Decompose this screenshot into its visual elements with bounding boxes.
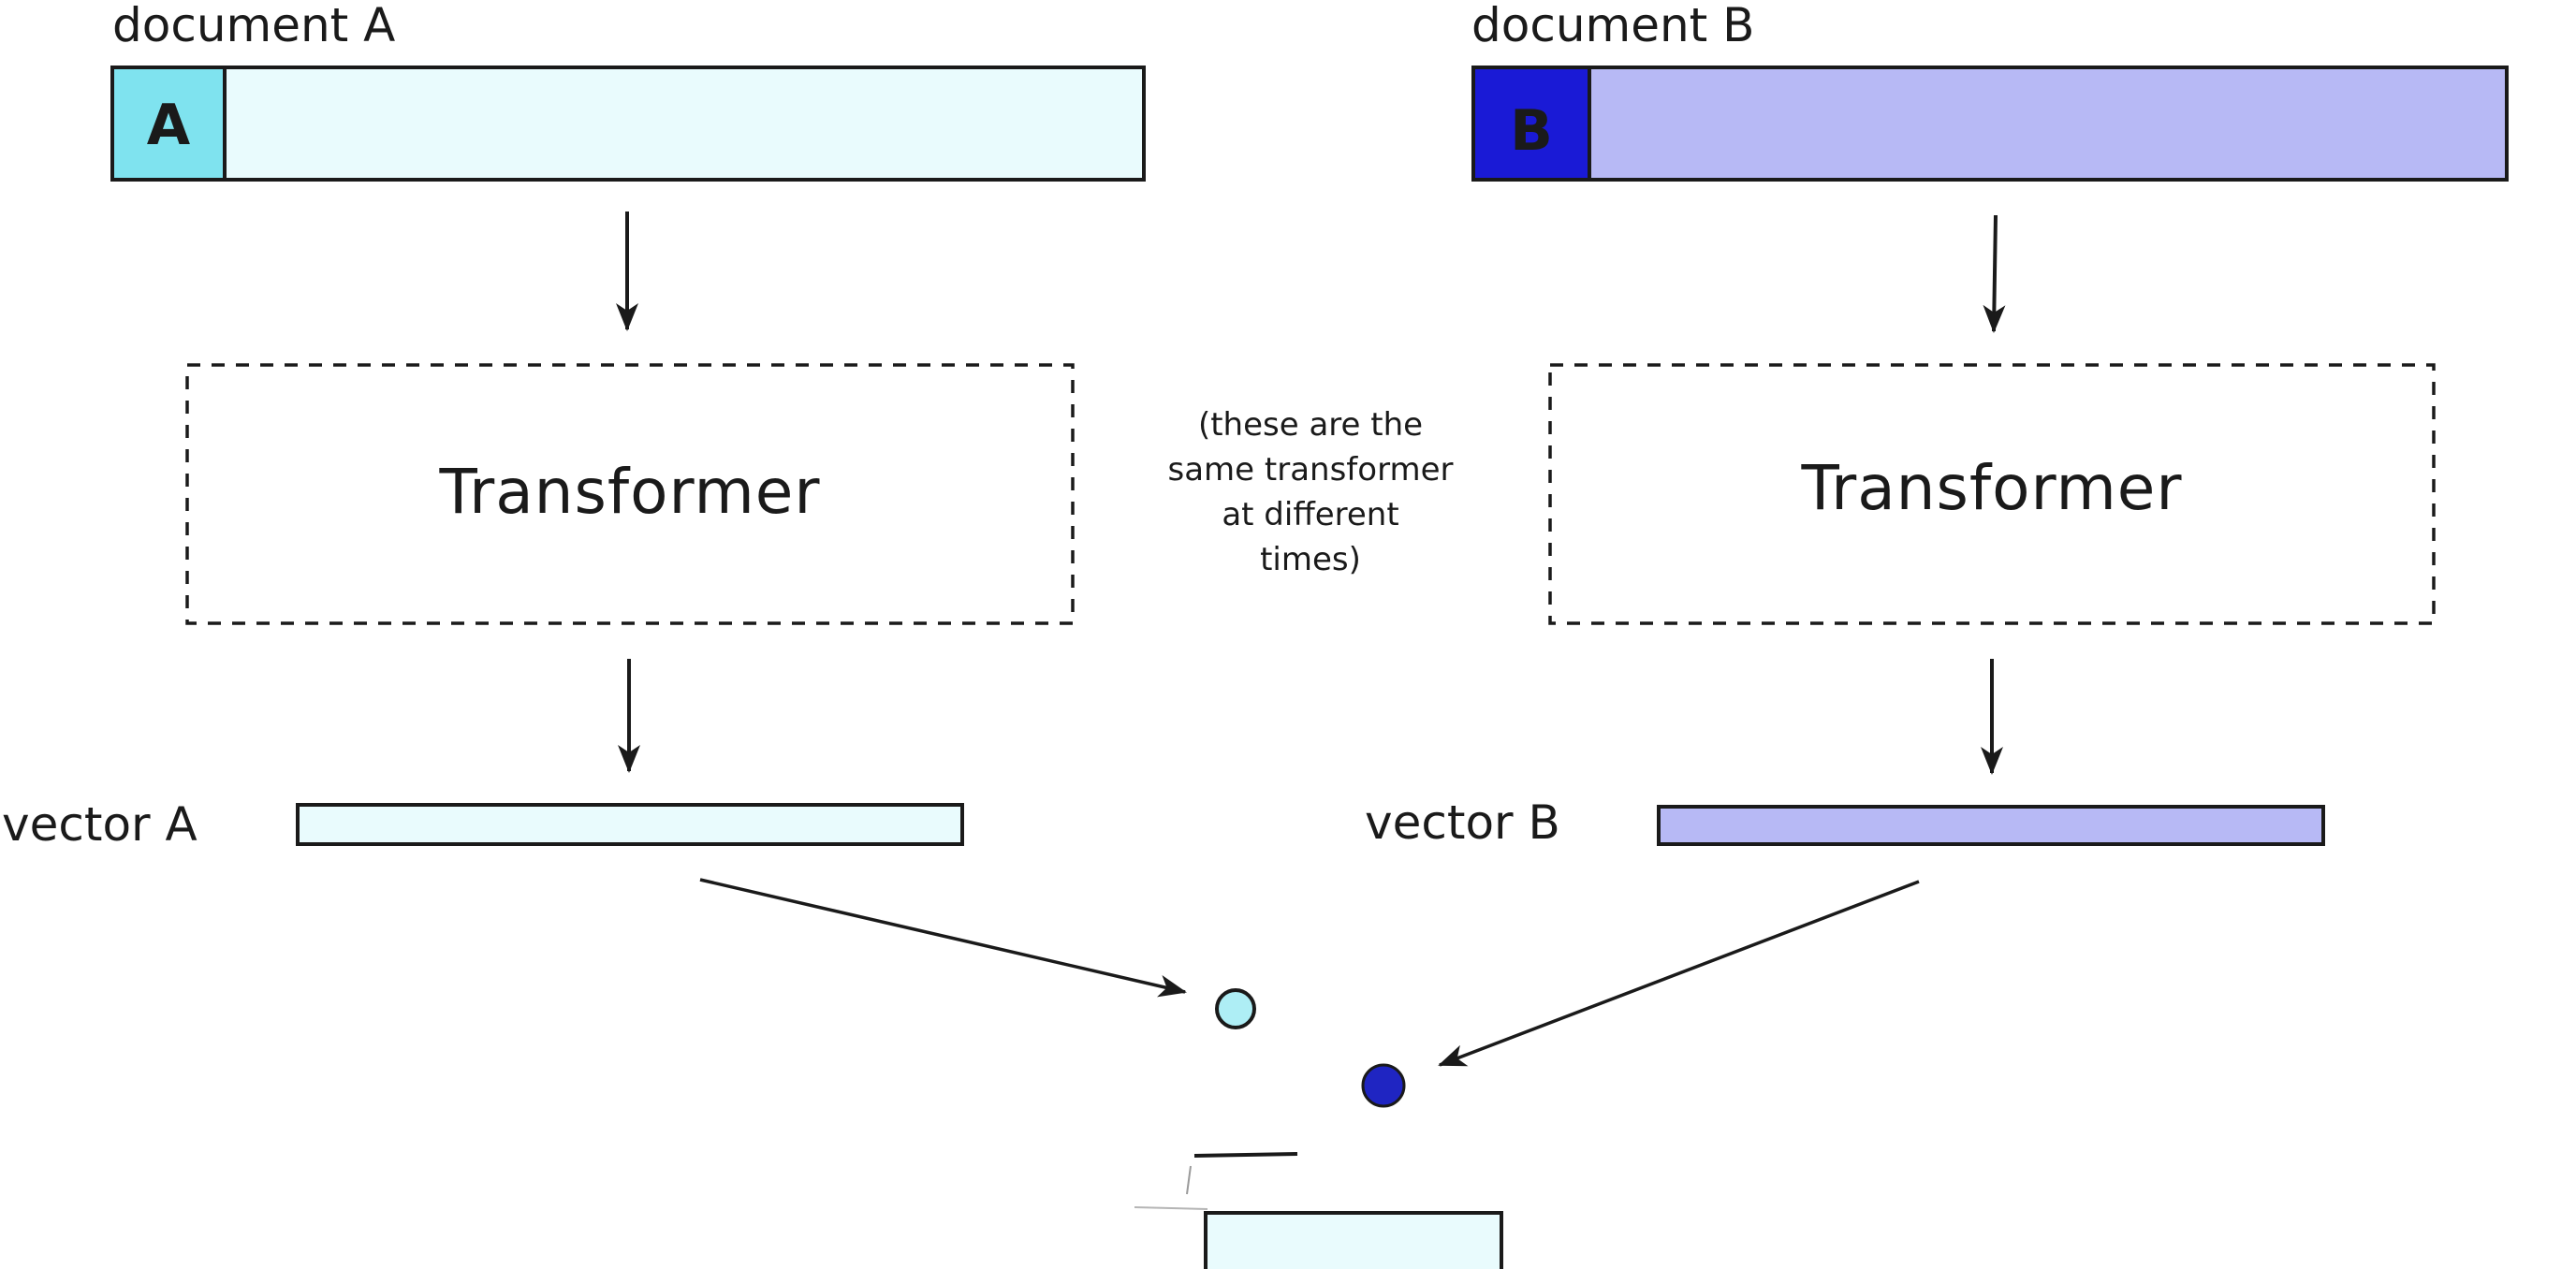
note-line-3: at different (1222, 496, 1398, 533)
partial-faint-line (1134, 1206, 1208, 1210)
embedding-point-b (1361, 1063, 1406, 1108)
vector-b: vector B (1365, 795, 2325, 850)
document-b-badge-letter: B (1510, 98, 1553, 164)
document-a-badge (110, 66, 227, 182)
transformer-b-label: Transformer (1800, 452, 2182, 524)
document-b-badge (1471, 66, 1591, 182)
vector-b-label: vector B (1365, 795, 1560, 850)
partial-top-line (1193, 1152, 1298, 1158)
partial-output-box (1204, 1211, 1503, 1269)
transformer-b-box (1548, 363, 2436, 625)
document-a: document A A (110, 0, 1146, 182)
transformer-b: Transformer (1548, 363, 2436, 625)
transformer-a-box (185, 363, 1075, 625)
embedding-point-a (1215, 988, 1256, 1029)
document-b-bar (1471, 66, 2509, 182)
note-line-2: same transformer (1168, 451, 1454, 489)
partial-faint-mark (1186, 1165, 1192, 1195)
arrow-vector-a-to-point (699, 878, 1187, 998)
document-a-badge-letter: A (147, 93, 191, 158)
transformer-a: Transformer (185, 363, 1075, 625)
vector-b-bar (1657, 805, 2325, 846)
document-b-label: document B (1471, 0, 1754, 52)
partial-bottom-shapes (1134, 1152, 1503, 1269)
note-line-4: times) (1260, 541, 1361, 578)
vector-a-bar (296, 803, 964, 846)
document-a-bar (110, 66, 1146, 182)
arrow-vector-b-to-point (1438, 880, 1920, 1067)
note-line-1: (these are the (1198, 406, 1423, 444)
transformer-a-label: Transformer (438, 456, 820, 528)
vector-a-label: vector A (2, 797, 198, 852)
vector-a: vector A (2, 797, 964, 852)
arrow-doc-b-to-transformer (1983, 214, 2006, 333)
shared-transformer-note: (these are the same transformer at diffe… (1168, 406, 1454, 578)
document-a-label: document A (112, 0, 395, 52)
document-b: document B B (1471, 0, 2509, 182)
